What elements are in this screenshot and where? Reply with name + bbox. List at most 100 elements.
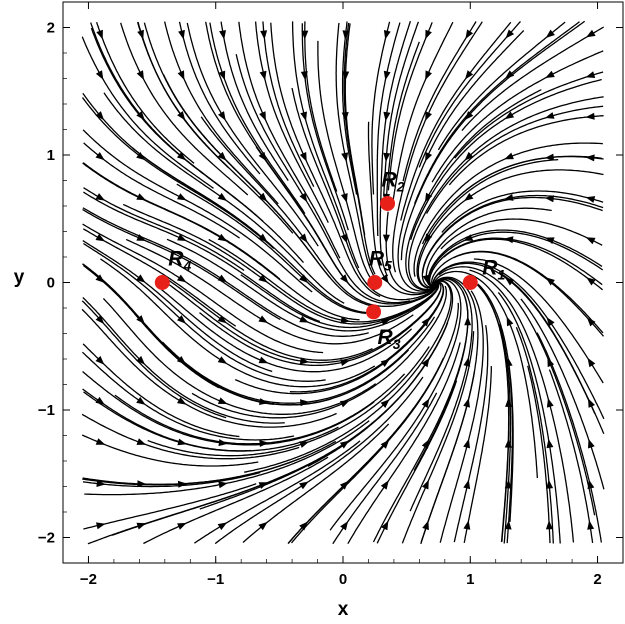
stream-arrowhead <box>585 196 596 203</box>
stream-arrowhead <box>259 440 269 447</box>
stream-arrowhead <box>300 399 310 407</box>
streamline <box>344 23 366 236</box>
streamline <box>82 240 273 373</box>
x-tick-label: −2 <box>80 571 97 588</box>
stream-arrowhead <box>299 152 307 162</box>
streamline <box>515 326 554 544</box>
stream-arrowhead <box>95 355 105 365</box>
streamline <box>167 279 373 361</box>
stream-arrowhead <box>258 233 268 243</box>
stream-arrowhead <box>463 520 471 530</box>
stream-arrowhead <box>177 438 187 446</box>
stream-arrowhead <box>585 112 595 120</box>
stream-arrowhead <box>380 274 389 284</box>
streamline <box>82 129 313 293</box>
y-axis-label: y <box>14 267 25 288</box>
stream-arrowhead <box>340 233 348 244</box>
streamline <box>83 191 321 323</box>
stream-arrowhead <box>422 274 430 285</box>
streamline <box>81 434 259 467</box>
stream-arrowhead <box>546 317 555 327</box>
stream-arrowhead <box>299 441 310 448</box>
stream-arrowhead <box>505 70 515 79</box>
streamline <box>317 40 371 278</box>
streamline <box>254 21 329 223</box>
streamline <box>376 22 401 237</box>
streamline <box>441 190 604 233</box>
point-label-R5: R5 <box>369 248 392 274</box>
streamline <box>143 456 329 545</box>
streamlines <box>81 20 605 545</box>
streamline <box>461 26 605 132</box>
stream-arrowhead <box>177 315 186 324</box>
stream-arrowhead <box>136 438 147 445</box>
streamline <box>371 21 391 195</box>
streamline <box>413 142 603 277</box>
stream-arrowhead <box>299 274 309 283</box>
streamline <box>82 343 240 438</box>
streamline <box>186 22 319 247</box>
stream-arrowhead <box>176 152 187 161</box>
stream-arrowhead <box>258 315 268 323</box>
streamline <box>444 155 604 211</box>
streamline <box>453 251 604 337</box>
streamline <box>420 276 479 545</box>
stream-arrowhead <box>504 236 514 244</box>
streamline <box>214 376 424 545</box>
streamline <box>82 458 300 485</box>
streamline <box>427 229 603 287</box>
stream-arrowhead <box>425 70 432 81</box>
x-tick-label: 1 <box>466 571 474 588</box>
streamline <box>160 288 413 373</box>
streamline <box>304 21 338 192</box>
streamline <box>432 261 605 420</box>
streamline <box>176 183 366 315</box>
stream-arrowhead <box>218 111 226 121</box>
stream-arrowhead <box>381 520 389 531</box>
streamline <box>422 196 603 274</box>
streamline <box>270 22 381 298</box>
stream-arrowhead <box>546 438 554 449</box>
stream-arrowhead <box>505 29 515 39</box>
streamline <box>81 36 214 189</box>
streamline <box>343 22 376 275</box>
streamline <box>440 218 603 250</box>
point-label-R4: R4 <box>168 248 191 274</box>
streamline <box>178 21 261 175</box>
stream-arrowhead <box>177 397 187 405</box>
streamline <box>387 22 433 191</box>
streamline <box>262 21 315 188</box>
streamline <box>454 71 604 159</box>
stream-arrowhead <box>217 315 227 324</box>
stream-arrowhead <box>380 480 389 490</box>
stream-arrowhead <box>465 29 474 39</box>
streamline <box>413 21 580 205</box>
stream-arrowhead <box>136 70 144 80</box>
stream-arrowhead <box>588 398 595 408</box>
streamline <box>90 27 304 264</box>
streamline <box>347 342 461 545</box>
stream-arrowhead <box>506 316 514 327</box>
streamline <box>400 20 586 261</box>
stream-arrowhead <box>505 357 513 367</box>
stream-arrowhead <box>136 355 146 365</box>
stream-arrowhead <box>177 522 187 530</box>
streamline <box>400 21 512 221</box>
streamline <box>332 392 438 545</box>
streamline <box>527 365 551 544</box>
stream-arrowhead <box>340 359 350 366</box>
y-tick-label: −1 <box>38 402 55 419</box>
stream-arrowhead <box>95 70 104 80</box>
stream-arrowhead <box>340 193 348 203</box>
stream-arrowhead <box>421 357 430 368</box>
streamline <box>426 105 604 214</box>
streamline <box>301 23 349 231</box>
stream-arrowhead <box>425 111 432 121</box>
streamline <box>82 228 237 327</box>
stream-arrowhead <box>217 397 228 404</box>
streamline <box>408 96 604 291</box>
streamline <box>520 298 605 490</box>
streamline <box>291 302 459 544</box>
stream-arrowhead <box>464 111 474 121</box>
stream-arrowhead <box>383 111 391 122</box>
